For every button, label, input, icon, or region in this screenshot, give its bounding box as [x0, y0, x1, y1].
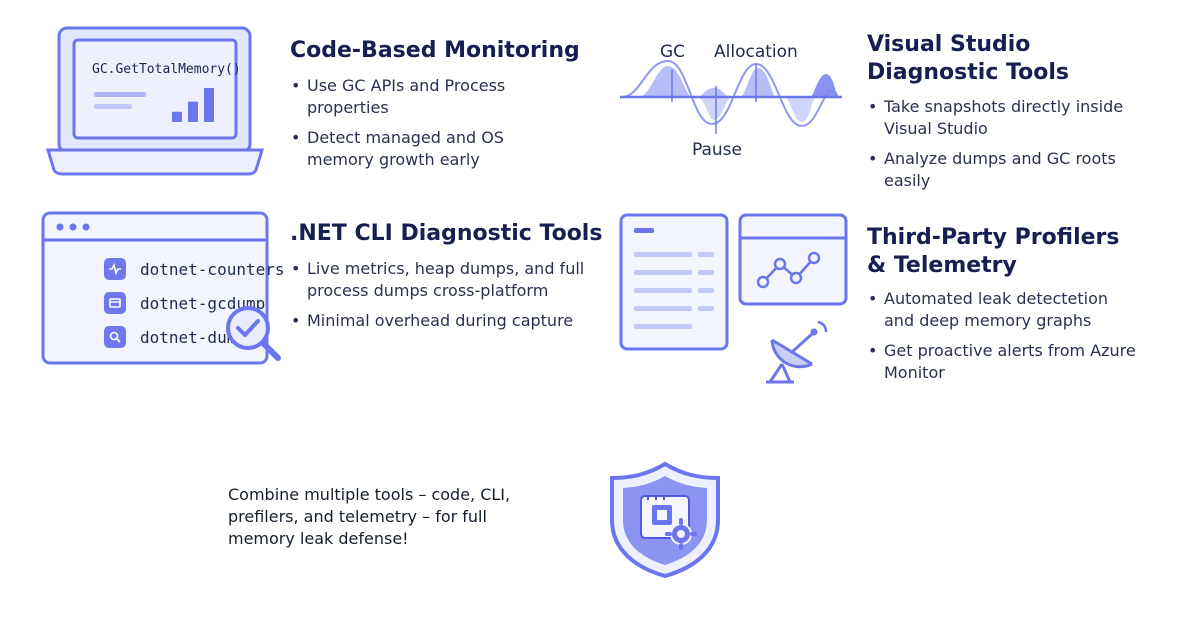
bullet-item: Take snapshots directly inside Visual St… [867, 96, 1137, 140]
chart-bar [204, 88, 214, 122]
section-title-profilers: Third-Party Profilers & Telemetry [867, 225, 1120, 278]
wave-label-pause: Pause [692, 140, 742, 160]
magnifier-check-icon [226, 306, 281, 361]
cli-item-dotnet-counters: dotnet-counters [104, 256, 285, 282]
waveform-icon [620, 59, 842, 134]
search-icon [104, 326, 126, 348]
shield-chip-icon [610, 461, 720, 579]
code-monitoring-illustration: GC.GetTotalMemory() [44, 22, 266, 178]
visual-studio-bullets: Take snapshots directly inside Visual St… [867, 96, 1137, 200]
section-title-cli-tools: .NET CLI Diagnostic Tools [290, 221, 603, 246]
cli-item-dotnet-dump: dotnet-dump [104, 324, 246, 350]
bullet-item: Automated leak detectetion and deep memo… [867, 288, 1137, 332]
bullet-item: Detect managed and OS memory growth earl… [290, 127, 540, 171]
wave-label-allocation: Allocation [714, 42, 798, 62]
bullet-item: Analyze dumps and GC roots easily [867, 148, 1137, 192]
bullet-item: Minimal overhead during capture [290, 310, 590, 332]
cli-item-dotnet-gcdump: dotnet-gcdump [104, 290, 265, 316]
section-title-visual-studio: Visual Studio Diagnostic Tools [867, 32, 1069, 85]
code-monitoring-bullets: Use GC APIs and Process properties Detec… [290, 75, 540, 179]
cli-tools-bullets: Live metrics, heap dumps, and full proce… [290, 258, 590, 340]
footer-message: Combine multiple tools – code, CLI, pref… [228, 485, 511, 548]
profilers-bullets: Automated leak detectetion and deep memo… [867, 288, 1137, 392]
cli-label: dotnet-gcdump [140, 293, 266, 313]
chart-bar [188, 101, 198, 122]
bullet-item: Live metrics, heap dumps, and full proce… [290, 258, 590, 302]
wave-label-gc: GC [660, 42, 686, 62]
cli-label: dotnet-dump [140, 327, 246, 347]
cli-tools-illustration: dotnet-counters dotnet-gcdump dotnet-dum… [40, 210, 285, 370]
gc-waveform-illustration: GC Allocation Pause [616, 36, 846, 166]
bullet-item: Get proactive alerts from Azure Monitor [867, 340, 1137, 384]
laptop-chart-icon [45, 26, 265, 176]
terminal-window-icon [41, 211, 269, 365]
pulse-icon [104, 258, 126, 280]
bullet-item: Use GC APIs and Process properties [290, 75, 540, 119]
dashboard-icon [619, 213, 848, 384]
cli-label: dotnet-counters [140, 259, 285, 279]
box-icon [104, 292, 126, 314]
section-title-code-monitoring: Code-Based Monitoring [290, 38, 580, 63]
profilers-illustration [618, 212, 858, 388]
satellite-dish-icon [766, 320, 828, 384]
code-snippet: GC.GetTotalMemory() [92, 62, 241, 77]
chart-bar [172, 111, 182, 122]
